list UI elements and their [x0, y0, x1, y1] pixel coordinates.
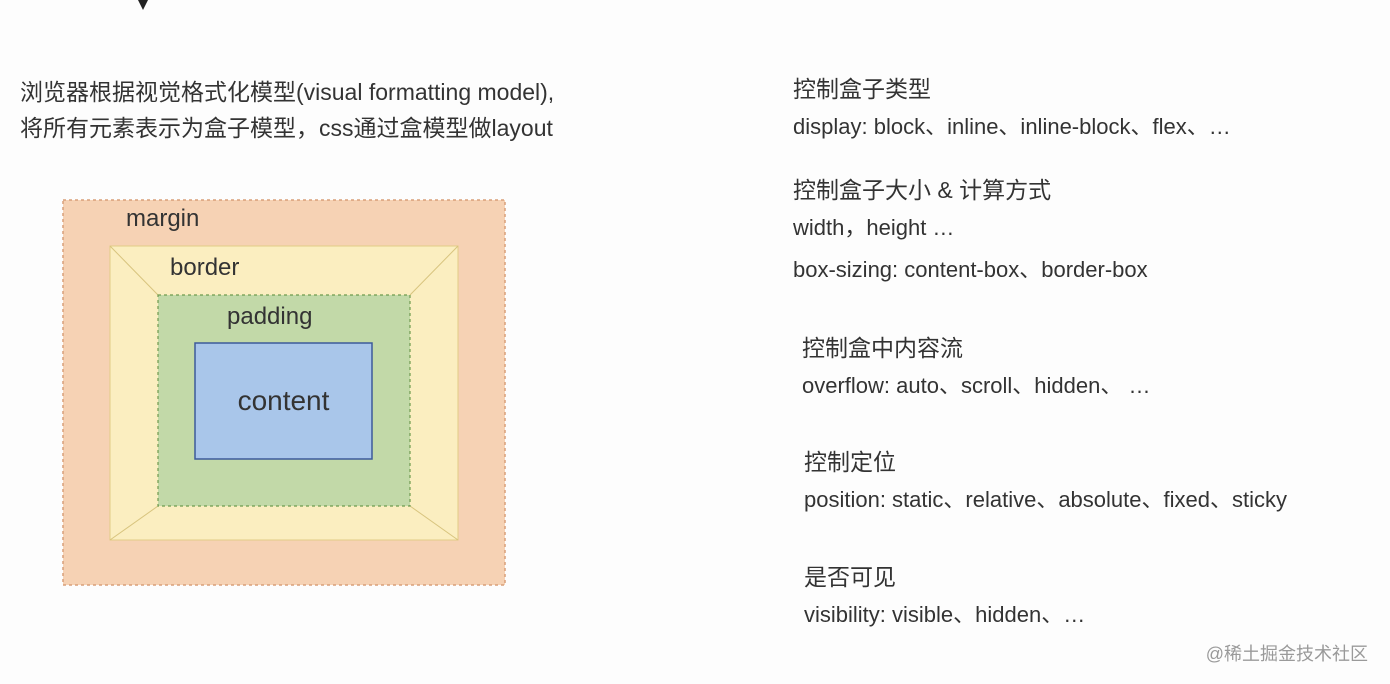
group-line: visibility: visible、hidden、…	[804, 602, 1086, 627]
content-label: content	[237, 385, 330, 416]
group-overflow: 控制盒中内容流 overflow: auto、scroll、hidden、 …	[802, 331, 1150, 407]
margin-label: margin	[126, 205, 200, 232]
group-position: 控制定位 position: static、relative、absolute、…	[804, 445, 1287, 521]
group-title: 是否可见	[804, 564, 896, 590]
intro-line-1: 浏览器根据视觉格式化模型(visual formatting model),	[20, 79, 555, 105]
group-line: overflow: auto、scroll、hidden、 …	[802, 373, 1151, 398]
border-corner-tl	[109, 245, 159, 296]
box-model-diagram: margin border padding content	[62, 199, 506, 586]
content-area	[194, 342, 373, 460]
intro-text: 浏览器根据视觉格式化模型(visual formatting model), 将…	[20, 74, 554, 146]
border-label: border	[170, 254, 240, 281]
intro-line-2: 将所有元素表示为盒子模型，css通过盒模型做layout	[20, 115, 553, 141]
watermark: @稀土掘金技术社区	[1205, 644, 1368, 664]
border-corner-bl	[109, 505, 159, 541]
group-box-type: 控制盒子类型 display: block、inline、inline-bloc…	[793, 72, 1231, 148]
group-visibility: 是否可见 visibility: visible、hidden、…	[804, 560, 1085, 636]
border-corner-br	[409, 505, 459, 541]
mouse-cursor-icon	[138, 0, 148, 10]
group-box-size: 控制盒子大小 & 计算方式 width，height … box-sizing:…	[793, 173, 1148, 291]
group-title: 控制盒子大小 & 计算方式	[793, 177, 1052, 203]
group-line: position: static、relative、absolute、fixed…	[804, 487, 1287, 512]
group-title: 控制定位	[804, 449, 896, 475]
group-line: width，height …	[793, 215, 955, 240]
group-line: box-sizing: content-box、border-box	[793, 257, 1148, 282]
border-corner-tr	[409, 245, 459, 296]
group-title: 控制盒中内容流	[802, 335, 963, 361]
group-title: 控制盒子类型	[793, 76, 931, 102]
box-model-svg	[62, 199, 506, 586]
padding-label: padding	[227, 303, 313, 330]
group-line: display: block、inline、inline-block、flex、…	[793, 114, 1231, 139]
